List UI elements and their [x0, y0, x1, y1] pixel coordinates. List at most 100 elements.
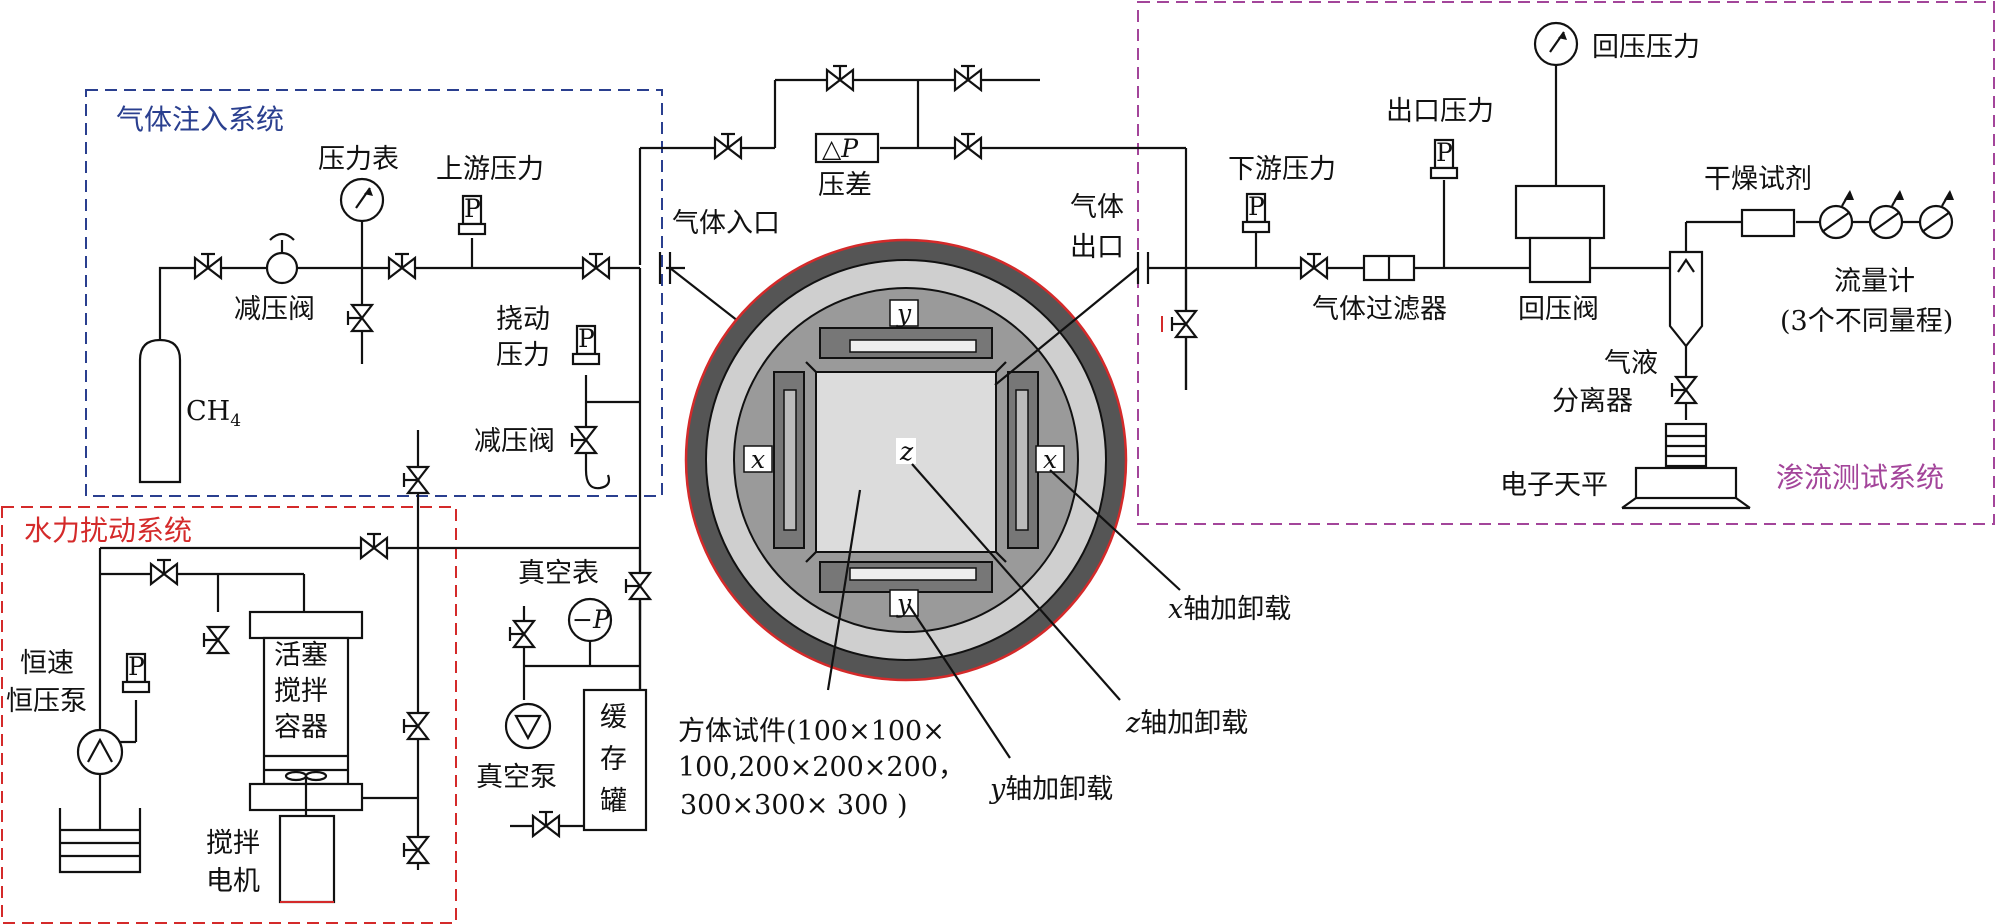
x-axis-marker-left: x — [751, 445, 765, 474]
motor-label-2: 电机 — [206, 866, 260, 897]
disturbance-pressure-label-1: 挠动 — [496, 304, 550, 335]
piston-inlet-valve-icon — [402, 711, 430, 741]
specimen-label-3: 300×300× 300 ) — [680, 790, 908, 821]
back-pressure-valve-icon — [1514, 184, 1606, 284]
motor-label-1: 搅拌 — [206, 828, 260, 859]
downstream-diff-valve-icon — [953, 132, 983, 160]
ch4-label: CH4 — [186, 396, 241, 431]
piston-label-2: 搅拌 — [274, 676, 328, 707]
hydraulic-system-title: 水力扰动系统 — [24, 514, 192, 547]
gas-injection-system-title: 气体注入系统 — [116, 103, 284, 136]
hydraulic-return-valve-icon — [359, 532, 389, 560]
gauge-drain-valve-icon — [346, 303, 374, 333]
gas-liquid-separator-icon — [1668, 250, 1704, 348]
upstream-diff-valve-icon — [713, 132, 743, 160]
y-axis-load-label: y轴加卸载 — [989, 774, 1113, 805]
flowmeter-note: (3个不同量程) — [1780, 306, 1953, 337]
constant-pressure-pump-icon — [76, 728, 124, 776]
disturbance-pressure-label-2: 压力 — [496, 340, 550, 371]
balance-label: 电子天平 — [1500, 470, 1608, 501]
y-axis-marker-top: y — [896, 299, 912, 328]
separator-drain-valve-icon — [1670, 375, 1698, 405]
water-reservoir-icon — [58, 808, 142, 874]
gauge-p-4: P — [1436, 138, 1453, 167]
inlet-valve-icon — [581, 252, 611, 280]
mixing-motor-icon — [278, 814, 336, 904]
buffer-drain-valve-icon — [531, 810, 561, 838]
vacuum-gauge-label: 真空表 — [518, 558, 599, 589]
x-axis-load-label: x轴加卸载 — [1168, 594, 1291, 625]
drying-agent-icon — [1740, 208, 1796, 238]
pump-label-2: 恒压泵 — [6, 686, 87, 717]
gauge-p-3: P — [1248, 192, 1265, 221]
upstream-pressure-label: 上游压力 — [436, 154, 544, 185]
specimen-label-1: 方体试件(100×100× — [678, 716, 945, 747]
gauge-p-5: P — [128, 652, 145, 681]
gas-outlet-flange — [1136, 252, 1150, 284]
back-pressure-label: 回压压力 — [1592, 32, 1700, 63]
buffer-label-1: 缓 — [600, 702, 627, 733]
pump-outlet-valve-icon — [149, 558, 179, 586]
piston-mixing-container-icon — [248, 610, 364, 818]
gas-inlet-label: 气体入口 — [672, 208, 780, 239]
outlet-vent-valve-icon — [1170, 309, 1198, 339]
separator-label-2: 分离器 — [1552, 386, 1633, 417]
back-pressure-valve-label: 回压阀 — [1518, 294, 1599, 325]
leader-lines — [826, 463, 1181, 759]
bypass-valve-1-icon — [825, 64, 855, 92]
hydraulic-top-valve-icon — [402, 465, 430, 495]
gas-filter-label: 气体过滤器 — [1312, 294, 1447, 325]
pressure-gauge-label: 压力表 — [318, 144, 399, 175]
gas-supply-valve-icon — [193, 252, 223, 280]
separator-label-1: 气液 — [1604, 348, 1658, 379]
vacuum-pump-valve-icon — [508, 619, 536, 649]
diff-pressure-box — [814, 132, 880, 164]
flowmeter-1-icon — [1818, 188, 1856, 240]
diff-pressure-symbol: △P — [822, 134, 859, 163]
gauge-p-1: P — [464, 194, 481, 223]
reducing-valve-label-2: 减压阀 — [474, 426, 555, 457]
drying-agent-label: 干燥试剂 — [1704, 164, 1812, 195]
gas-outlet-label-2: 出口 — [1070, 232, 1124, 263]
flowmeter-label: 流量计 — [1834, 266, 1915, 297]
specimen-label-2: 100,200×200×200， — [678, 752, 965, 783]
diff-pressure-label: 压差 — [818, 170, 872, 201]
z-axis-marker: z — [899, 437, 914, 466]
gas-outlet-label-1: 气体 — [1070, 192, 1124, 223]
hydraulic-system-box — [1, 506, 457, 924]
piston-label-1: 活塞 — [274, 640, 328, 671]
downstream-pressure-label: 下游压力 — [1228, 154, 1336, 185]
pressure-gauge-icon — [339, 177, 385, 223]
gas-injection-system-box — [85, 89, 663, 497]
y-axis-marker-bottom: y — [896, 589, 912, 618]
x-axis-marker-right: x — [1043, 445, 1057, 474]
gauge-p-2: P — [578, 324, 595, 353]
gauge-isolation-valve-icon — [387, 252, 417, 280]
vacuum-gauge-symbol: −P — [572, 605, 611, 634]
vacuum-pump-label: 真空泵 — [476, 762, 557, 793]
disturbance-reducing-valve-icon — [570, 425, 598, 455]
seepage-system-title: 渗流测试系统 — [1776, 461, 1944, 494]
vacuum-gauge-icon — [567, 597, 613, 643]
vacuum-pump-icon — [504, 702, 552, 750]
vacuum-line-valve-icon — [624, 571, 652, 601]
pump-label-1: 恒速 — [20, 648, 74, 679]
electronic-balance-icon — [1621, 422, 1751, 510]
piston-label-3: 容器 — [274, 712, 328, 743]
gas-filter-icon — [1362, 254, 1416, 282]
bypass-valve-2-icon — [953, 64, 983, 92]
buffer-label-2: 存 — [600, 744, 627, 775]
z-axis-load-label: z轴加卸载 — [1125, 708, 1248, 739]
reducing-valve-label-1: 减压阀 — [234, 294, 315, 325]
outlet-valve-icon — [1299, 252, 1329, 280]
buffer-tank-icon — [582, 688, 648, 832]
hydraulic-drain-valve-icon — [402, 835, 430, 865]
flowmeter-2-icon — [1868, 188, 1906, 240]
outlet-pressure-label: 出口压力 — [1386, 96, 1494, 127]
back-pressure-gauge-icon — [1533, 21, 1579, 67]
buffer-label-3: 罐 — [600, 786, 627, 817]
flowmeter-3-icon — [1918, 188, 1956, 240]
pump-bypass-valve-icon — [202, 625, 230, 655]
reducing-valve-icon — [265, 232, 299, 285]
